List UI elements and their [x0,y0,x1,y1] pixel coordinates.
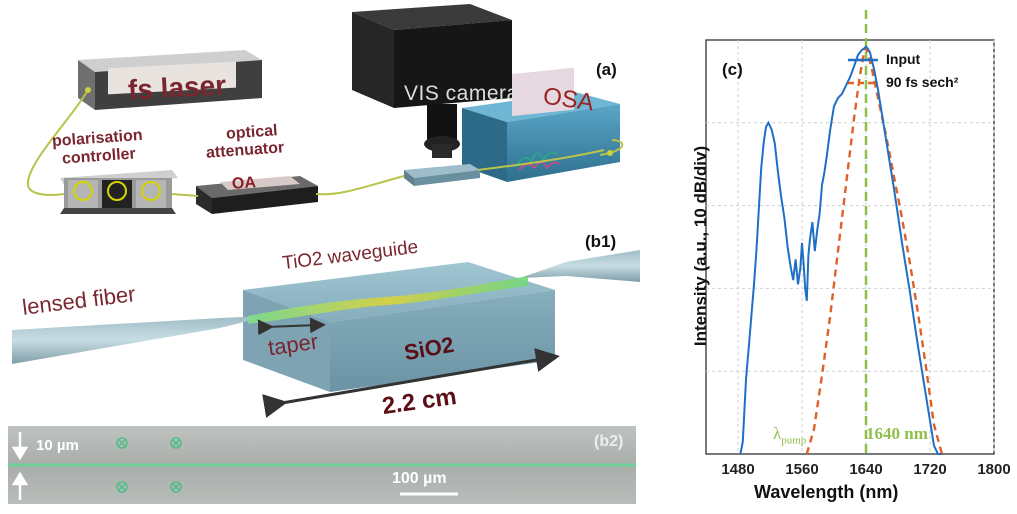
panel-b2-micrograph [8,426,636,504]
vis-camera-label: VIS camera [404,82,519,105]
waveguide-chip-mount [404,164,480,186]
x-ticks: 1480 1560 1640 1720 1800 [721,461,1010,478]
panel-a-setup [26,4,624,214]
pump-annotation: λpump [773,424,806,446]
fiber-path [26,89,605,197]
height-label: 10 µm [36,437,79,454]
grid [706,40,995,454]
panel-b1-waveguide [12,250,640,418]
x-tick-label: 1480 [721,461,754,478]
vis-camera [352,4,512,158]
x-tick-label: 1560 [785,461,818,478]
plot-frame [705,39,995,455]
alignment-marks [116,437,182,493]
optical-attenuator [196,176,318,214]
x-axis-label: Wavelength (nm) [754,482,899,502]
x-tick-label: 1640 [849,461,882,478]
pump-symbol: λ [773,424,782,443]
panel-a-tag: (a) [596,60,617,79]
panel-c-tag: (c) [722,60,743,79]
scale-label: 100 µm [392,470,447,487]
taper-arrow [257,317,326,336]
y-axis-label: Intensity (a.u., 10 dB/div) [691,145,710,347]
pump-subscript: pump [781,434,807,447]
panel-c-chart: 1480 1560 1640 1720 1800 [705,10,1011,478]
legend-fit-label: 90 fs sech² [886,74,959,90]
panel-b1-tag: (b1) [585,232,617,251]
fs-laser-label: fs laser [127,69,227,106]
oa-label: OA [231,174,257,193]
legend-input-label: Input [886,51,921,67]
x-tick-label: 1800 [977,461,1010,478]
length-arrow [262,348,560,418]
tio2-waveguide-glow [248,276,528,324]
pump-value: 1640 nm [866,424,928,443]
polarisation-controller [60,170,178,214]
x-tick-label: 1720 [913,461,946,478]
fs-laser-box [78,50,262,110]
legend [848,58,878,85]
series-90fs-sech2-line [805,44,944,455]
left-lensed-fiber [12,316,268,364]
panel-b2-tag: (b2) [594,433,624,450]
right-lensed-fiber [520,250,640,282]
height-arrows [11,432,29,500]
series-input-line [739,45,942,455]
